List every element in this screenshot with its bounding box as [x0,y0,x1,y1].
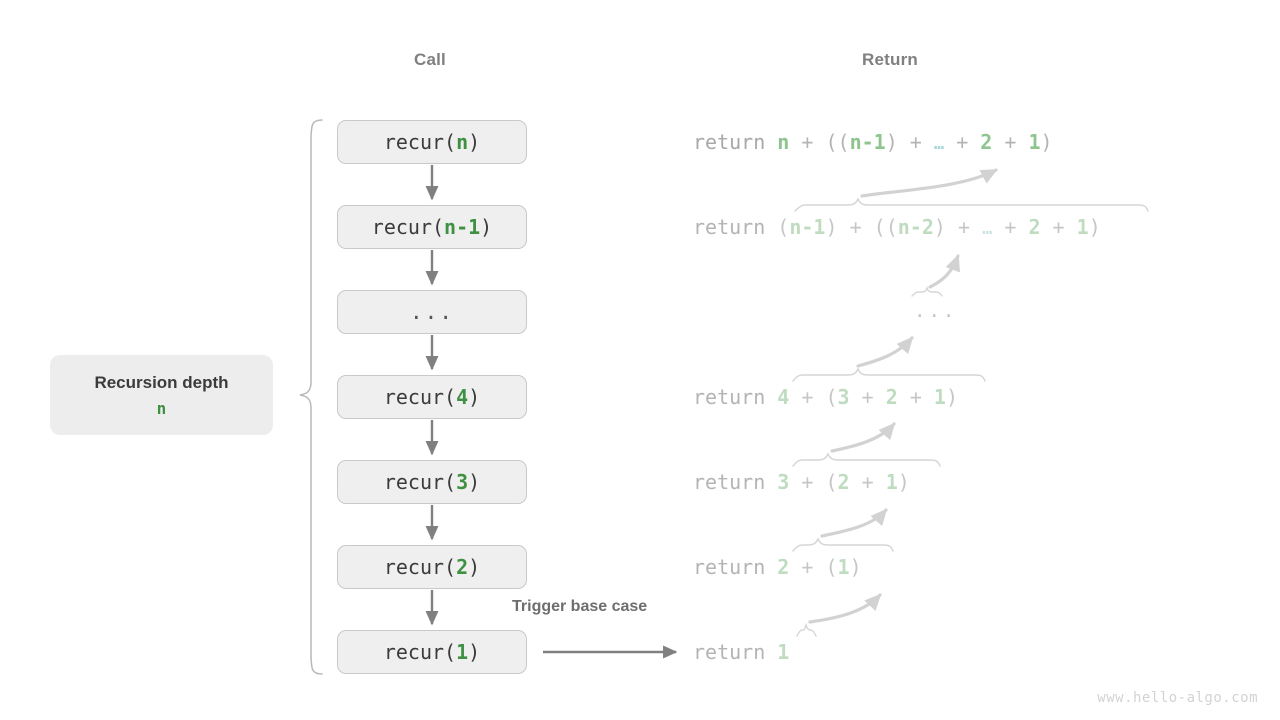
call-box-2: recur(2) [337,545,527,589]
call-box-arg: 1 [456,640,469,664]
call-box-dots: ... [337,290,527,334]
trigger-base-case-label: Trigger base case [512,598,648,615]
call-box-n1: recur(n-1) [337,205,527,249]
call-box-arg: 4 [456,385,469,409]
return-arrow-1-to-2 [808,593,882,624]
return-line-n1: return (n-1) + ((n-2) + … + 2 + 1) [693,215,1101,239]
return-line-4: return 4 + (3 + 2 + 1) [693,385,958,409]
call-box-4: recur(4) [337,375,527,419]
call-box-arg: n-1 [444,215,481,239]
return-brace-4 [792,367,986,382]
return-brace-n1 [794,197,1149,212]
return-arrow-middle-up [928,254,961,289]
return-brace-3 [792,452,941,467]
watermark: www.hello-algo.com [1097,690,1258,706]
column-header-call: Call [414,50,446,69]
return-line-3: return 3 + (2 + 1) [693,470,910,494]
return-line-1: return 1 [693,640,790,664]
call-box-1: recur(1) [337,630,527,674]
column-header-return: Return [862,50,918,69]
call-box-arg: 2 [456,555,469,579]
return-arrow-2-to-3 [820,508,888,538]
call-box-n: recur(n) [337,120,527,164]
return-arrow-4-to-middle [856,336,914,368]
return-brace-1 [796,622,817,637]
return-line-n: return n + ((n-1) + … + 2 + 1) [693,130,1053,154]
return-brace-2 [792,537,894,552]
recursion-depth-value: n [156,398,167,418]
call-box-arg: n [456,130,469,154]
return-arrow-3-to-4 [830,422,896,453]
recursion-depth-brace [299,119,323,675]
return-brace-middle [911,285,943,297]
call-box-arg: 3 [456,470,469,494]
recursion-depth-box: Recursion depth n [50,355,273,435]
recursion-depth-title: Recursion depth [94,372,229,392]
return-arrow-n1-to-n [860,168,998,198]
call-box-3: recur(3) [337,460,527,504]
return-ellipsis: ... [914,300,958,322]
return-line-2: return 2 + (1) [693,555,862,579]
